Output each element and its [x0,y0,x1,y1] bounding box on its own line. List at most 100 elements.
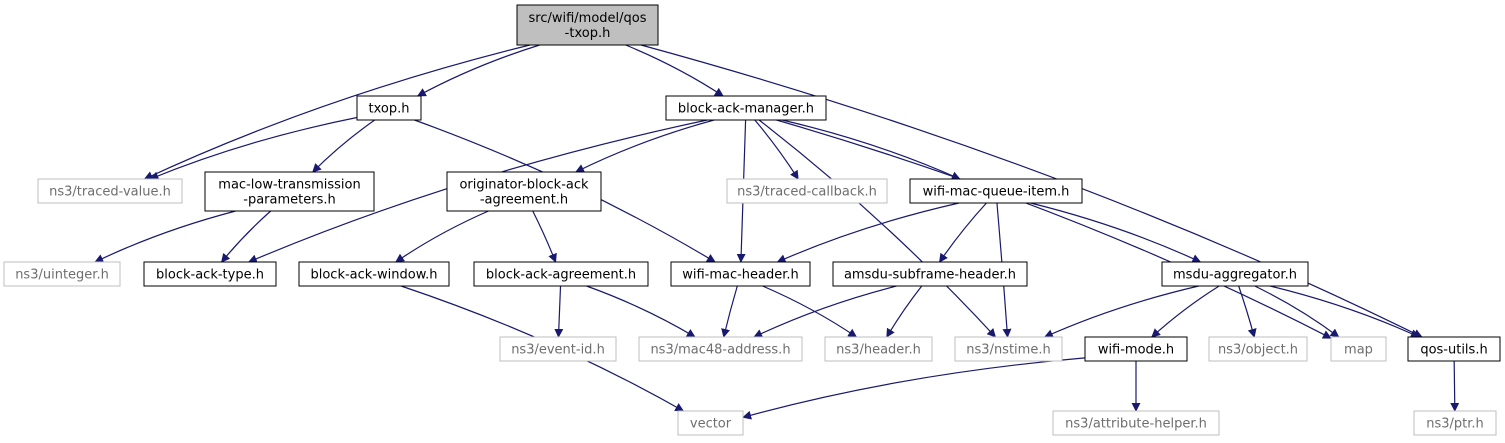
edge-wifi-mac-header-to-mac48-address [721,285,738,338]
node-block-ack-type[interactable]: block-ack-type.h [143,261,277,287]
node-box-traced-callback [726,178,888,204]
node-box-txop [356,95,422,121]
node-box-wifi-mac-header [670,261,811,287]
node-box-attribute-helper [1052,410,1220,436]
nodes-layer: src/wifi/model/qos-txop.h txop.h block-ack… [3,4,1501,436]
node-originator-agreement[interactable]: originator-block-ack-agreement.h [446,171,602,212]
edge-msdu-aggregator-to-wifi-mode [1151,285,1220,338]
node-box-wifi-mode [1084,336,1188,362]
edge-amsdu-subframe-header-to-mac48-address [753,285,897,338]
edge-wifi-mode-to-vector [742,357,1086,420]
edge-qos-txop-to-qos-utils [640,44,1423,338]
node-qos-utils[interactable]: qos-utils.h [1407,336,1501,362]
node-label-map: map [1344,343,1373,358]
node-box-ptr [1413,410,1497,436]
node-object: ns3/object.h [1208,336,1308,362]
node-label-wifi-mode: wifi-mode.h [1098,343,1174,358]
node-label-attribute-helper: ns3/attribute-helper.h [1065,417,1207,432]
node-box-map [1330,336,1387,362]
edge-msdu-aggregator-to-nstime [1043,285,1199,338]
node-mac-low-tx-params[interactable]: mac-low-transmission-parameters.h [204,171,375,212]
node-label-nstime: ns3/nstime.h [966,343,1050,358]
node-msdu-aggregator[interactable]: msdu-aggregator.h [1161,261,1309,287]
node-header: ns3/header.h [824,336,933,362]
edge-mac-low-tx-params-to-uinteger [94,210,236,263]
node-label-traced-value: ns3/traced-value.h [49,185,171,200]
node-box-amsdu-subframe-header [832,261,1028,287]
node-qos-txop[interactable]: src/wifi/model/qos-txop.h [516,4,659,46]
edge-msdu-aggregator-to-object [1238,285,1257,338]
node-amsdu-subframe-header[interactable]: amsdu-subframe-header.h [832,261,1028,287]
node-map: map [1330,336,1387,362]
node-box-mac-low-tx-params [204,171,375,212]
node-box-block-ack-manager [665,95,827,121]
node-label-txop: txop.h [369,102,410,117]
edge-wifi-mac-queue-item-to-amsdu-subframe-header [939,202,987,263]
edge-qos-txop-to-block-ack-manager [625,44,724,97]
node-label-event-id: ns3/event-id.h [511,343,605,358]
node-label-wifi-mac-queue-item: wifi-mac-queue-item.h [923,185,1070,200]
node-vector: vector [677,410,744,436]
node-label-amsdu-subframe-header: amsdu-subframe-header.h [844,268,1016,283]
node-label-header: ns3/header.h [836,343,921,358]
node-label-ptr: ns3/ptr.h [1426,417,1484,432]
edge-wifi-mac-header-to-header [762,285,858,338]
edge-mac-low-tx-params-to-block-ack-type [220,210,272,263]
node-box-header [824,336,933,362]
node-attribute-helper: ns3/attribute-helper.h [1052,410,1220,436]
edge-qos-utils-to-ptr [1450,360,1460,412]
edge-amsdu-subframe-header-to-header [886,285,923,338]
node-event-id: ns3/event-id.h [499,336,617,362]
node-label-mac-low-tx-params: mac-low-transmission [218,178,360,193]
node-box-vector [677,410,744,436]
node-nstime: ns3/nstime.h [954,336,1063,362]
node-box-event-id [499,336,617,362]
node-box-traced-value [37,178,183,204]
edge-block-ack-manager-to-map [776,119,1332,339]
node-block-ack-manager[interactable]: block-ack-manager.h [665,95,827,121]
node-box-object [1208,336,1308,362]
node-block-ack-agreement[interactable]: block-ack-agreement.h [473,261,649,287]
node-label-block-ack-window: block-ack-window.h [310,268,437,283]
node-label-qos-txop: -txop.h [565,26,611,41]
node-traced-value: ns3/traced-value.h [37,178,183,204]
node-wifi-mac-queue-item[interactable]: wifi-mac-queue-item.h [909,178,1083,204]
node-mac48-address: ns3/mac48-address.h [638,336,803,362]
node-label-originator-agreement: -agreement.h [480,193,568,208]
edge-wifi-mac-queue-item-to-wifi-mac-header [776,202,960,263]
node-wifi-mode[interactable]: wifi-mode.h [1084,336,1188,362]
node-box-qos-txop [516,4,659,46]
node-box-block-ack-agreement [473,261,649,287]
node-label-mac-low-tx-params: -parameters.h [243,193,335,208]
node-uinteger: ns3/uinteger.h [3,261,121,287]
edge-qos-txop-to-traced-value [143,44,531,180]
edge-msdu-aggregator-to-map [1254,285,1340,338]
node-wifi-mac-header[interactable]: wifi-mac-header.h [670,261,811,287]
edge-txop-to-mac-low-tx-params [312,119,376,173]
node-box-qos-utils [1407,336,1501,362]
edge-block-ack-agreement-to-event-id [554,285,564,338]
node-box-msdu-aggregator [1161,261,1309,287]
node-box-uinteger [3,261,121,287]
edge-block-ack-manager-to-originator-agreement [575,119,715,173]
node-label-block-ack-manager: block-ack-manager.h [678,102,814,117]
node-box-block-ack-type [143,261,277,287]
node-label-block-ack-agreement: block-ack-agreement.h [486,268,636,283]
edge-originator-agreement-to-block-ack-agreement [532,210,557,263]
edge-block-ack-manager-to-traced-callback [754,119,799,180]
node-box-block-ack-window [298,261,450,287]
node-label-block-ack-type: block-ack-type.h [156,268,264,283]
node-label-mac48-address: ns3/mac48-address.h [650,343,790,358]
node-label-qos-utils: qos-utils.h [1420,343,1487,358]
edges-layer [94,44,1460,420]
node-traced-callback: ns3/traced-callback.h [726,178,888,204]
node-block-ack-window[interactable]: block-ack-window.h [298,261,450,287]
node-label-object: ns3/object.h [1218,343,1298,358]
edge-txop-to-traced-value [149,116,358,181]
node-box-wifi-mac-queue-item [909,178,1083,204]
edge-originator-agreement-to-block-ack-window [395,210,489,263]
node-txop[interactable]: txop.h [356,95,422,121]
node-label-vector: vector [690,417,732,432]
edge-qos-txop-to-txop [416,44,540,97]
